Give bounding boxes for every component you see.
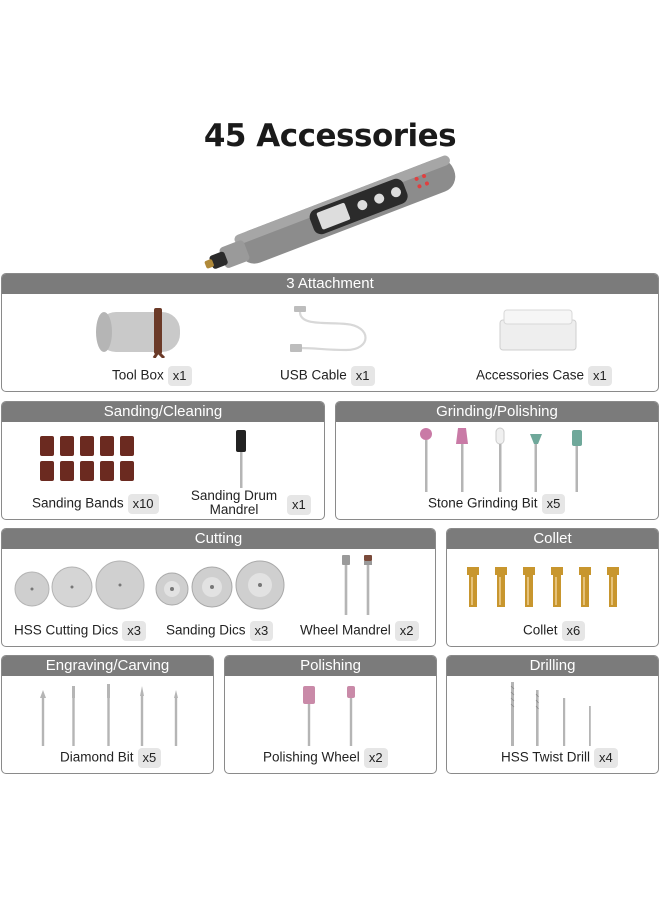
sanding-drum-mandrel-image xyxy=(234,430,248,488)
usb-cable-image xyxy=(286,302,376,358)
diamond-bit-label: Diamond Bit xyxy=(60,749,134,765)
diamond-bit-qty: x5 xyxy=(137,748,162,768)
sanding-header: Sanding/Cleaning xyxy=(2,402,324,422)
accessories-case-image xyxy=(496,304,580,356)
grinding-header: Grinding/Polishing xyxy=(336,402,658,422)
hss-twist-drill-label: HSS Twist Drill xyxy=(501,749,591,765)
usb-cable-label: USB Cable xyxy=(280,367,347,383)
polishing-wheel-label: Polishing Wheel xyxy=(263,749,360,765)
stone-grinding-bit-label: Stone Grinding Bit xyxy=(428,495,538,511)
stone-grinding-bits-image xyxy=(414,426,594,494)
tool-box-image xyxy=(94,302,184,358)
hss-twist-drills-image xyxy=(505,680,605,748)
page-title: 45 Accessories xyxy=(203,118,457,154)
collet-header: Collet xyxy=(447,529,658,549)
polishing-wheel-qty: x2 xyxy=(363,748,388,768)
drilling-header: Drilling xyxy=(447,656,658,676)
polishing-header: Polishing xyxy=(225,656,436,676)
sanding-drum-mandrel-qty: x1 xyxy=(287,495,311,515)
polishing-wheels-image xyxy=(301,684,361,748)
wheel-mandrel-qty: x2 xyxy=(394,621,419,641)
hss-cutting-dics-qty: x3 xyxy=(122,621,147,641)
accessories-case-qty: x1 xyxy=(588,366,612,386)
sanding-dics-qty: x3 xyxy=(249,621,274,641)
engraving-header: Engraving/Carving xyxy=(2,656,213,676)
stone-grinding-bit-qty: x5 xyxy=(541,494,566,514)
collet-label: Collet xyxy=(523,622,558,638)
collet-qty: x6 xyxy=(561,621,586,641)
sanding-bands-qty: x10 xyxy=(127,494,159,514)
accessories-case-label: Accessories Case xyxy=(476,367,585,383)
sanding-bands-image xyxy=(38,434,140,484)
sanding-drum-mandrel-caption: Sanding Drum Mandrel xyxy=(186,489,282,517)
diamond-bits-image xyxy=(32,682,192,748)
usb-cable-qty: x1 xyxy=(350,366,375,386)
sanding-discs-image xyxy=(154,557,290,613)
tool-box-label: Tool Box xyxy=(112,367,164,383)
hss-cutting-discs-image xyxy=(12,557,152,613)
wheel-mandrels-image xyxy=(336,553,380,617)
sanding-drum-mandrel-label: Sanding Drum Mandrel xyxy=(190,488,278,517)
cutting-header: Cutting xyxy=(2,529,435,549)
sanding-dics-label: Sanding Dics xyxy=(166,622,246,638)
tool-box-qty: x1 xyxy=(167,366,192,386)
hss-twist-drill-qty: x4 xyxy=(594,748,618,768)
rotary-tool-image xyxy=(190,150,470,270)
hss-cutting-dics-label: HSS Cutting Dics xyxy=(14,622,119,638)
wheel-mandrel-label: Wheel Mandrel xyxy=(300,622,391,638)
attachment-header: 3 Attachment xyxy=(2,274,658,294)
collets-image xyxy=(459,565,645,611)
sanding-bands-label: Sanding Bands xyxy=(32,495,124,511)
